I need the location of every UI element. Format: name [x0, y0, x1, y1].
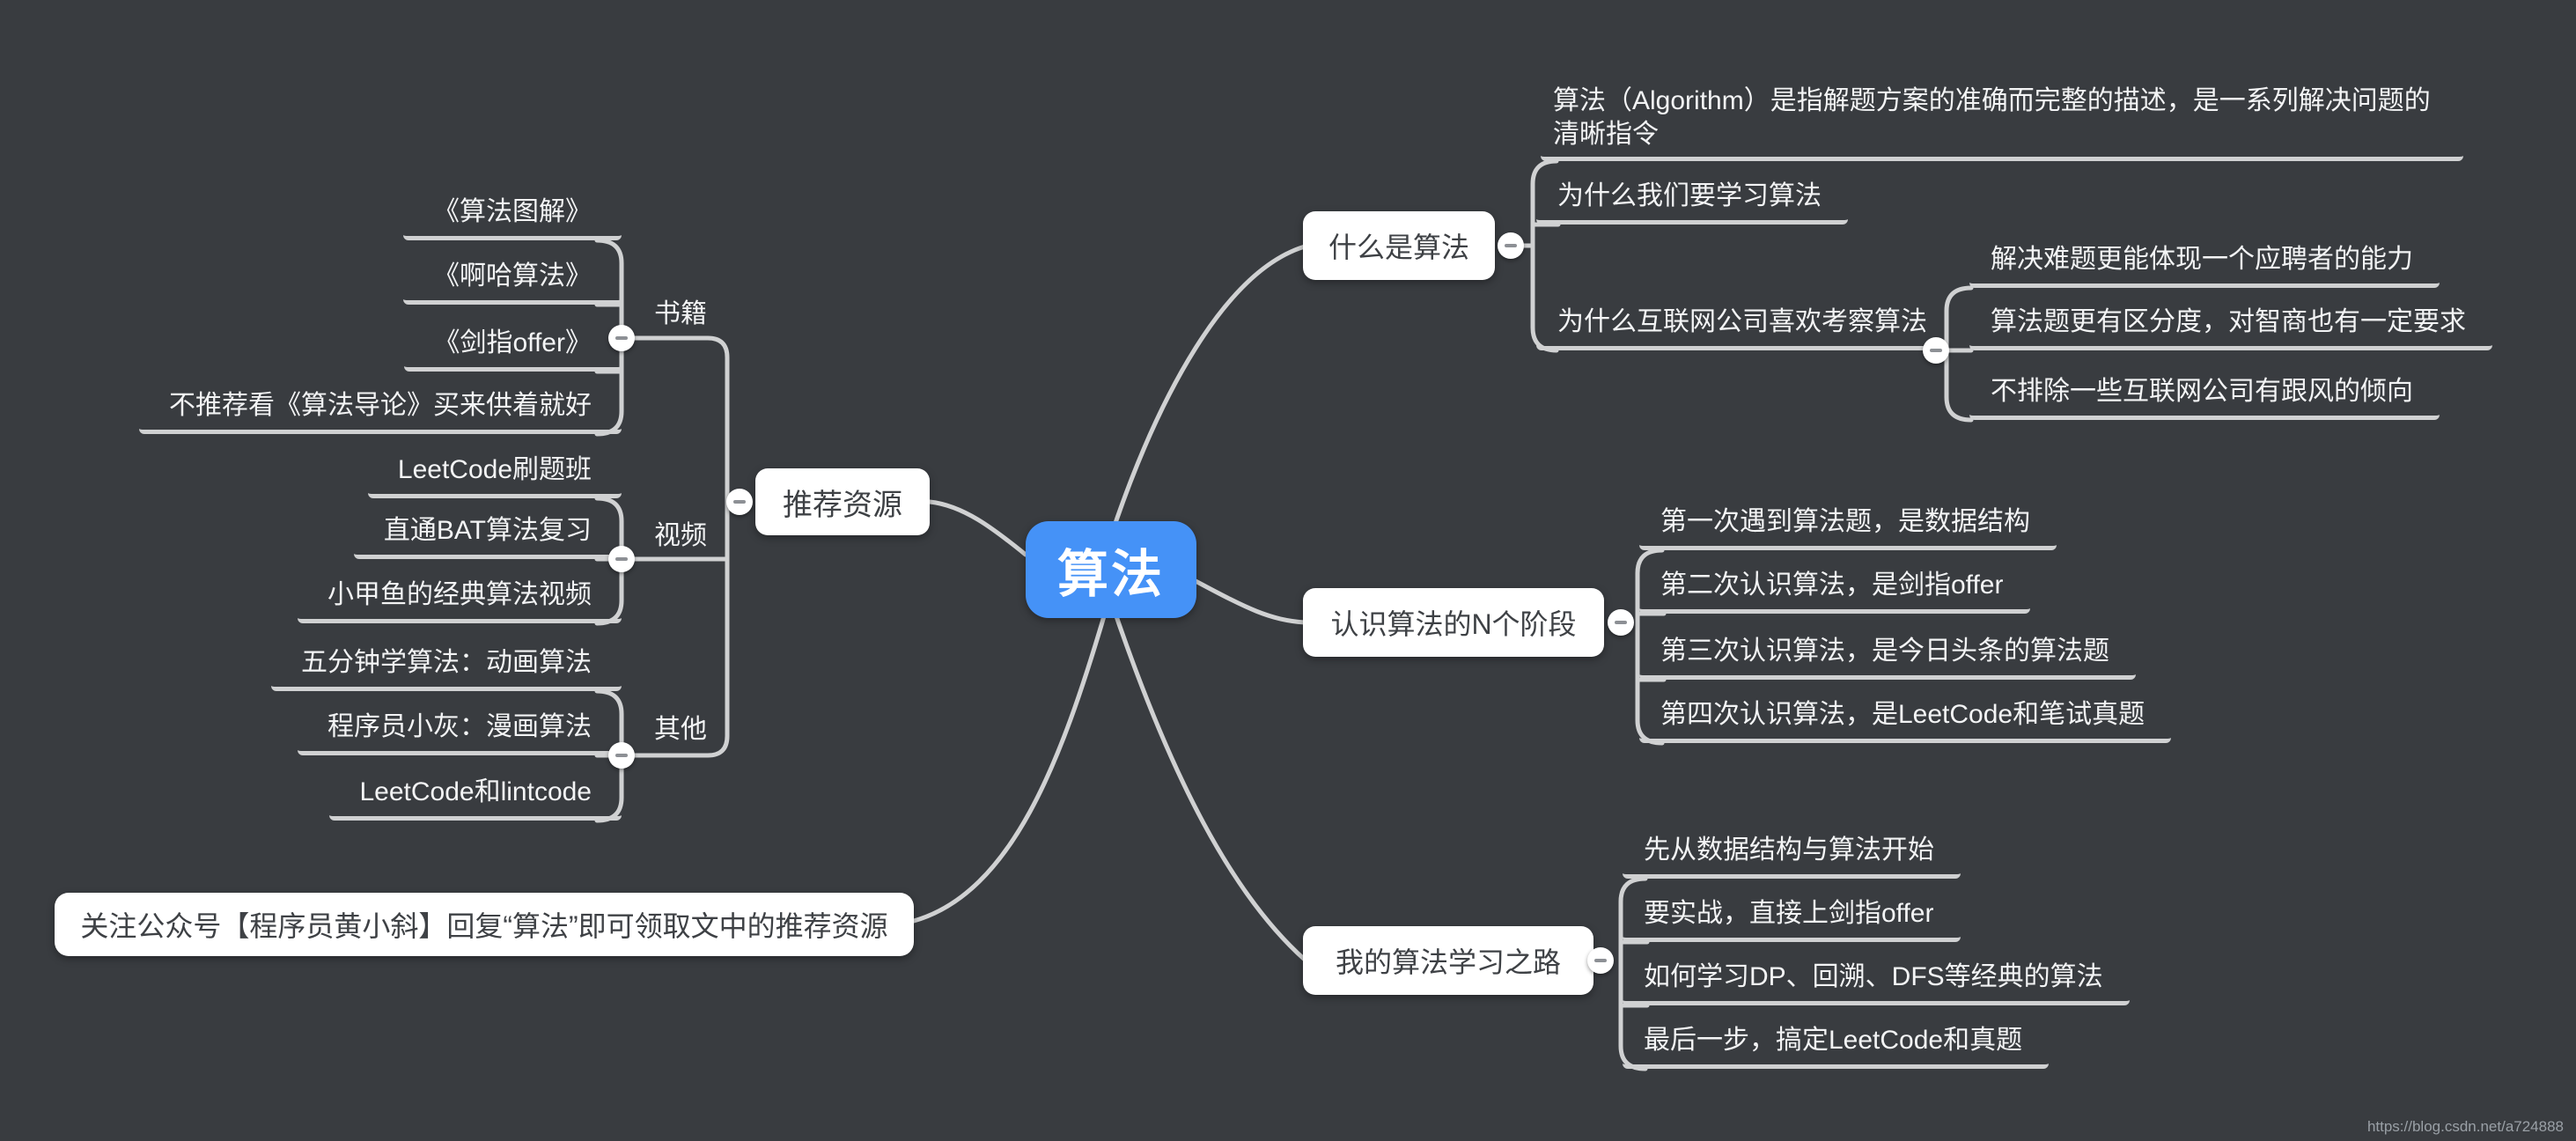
collapse-icon[interactable]	[1587, 947, 1614, 974]
collapse-icon[interactable]	[1498, 232, 1524, 259]
connector-center-right	[1113, 244, 1307, 962]
leaf-book-algorithm-illustrated[interactable]: 《算法图解》	[403, 195, 622, 240]
leaf-other-xiaohui-comic[interactable]: 程序员小灰：漫画算法	[298, 710, 622, 755]
leaf-algorithm-definition[interactable]: 算法（Algorithm）是指解题方案的准确而完整的描述，是一系列解决问题的清晰…	[1541, 83, 2463, 161]
leaf-stage-1-data-structures[interactable]: 第一次遇到算法题，是数据结构	[1639, 505, 2057, 550]
collapse-icon[interactable]	[608, 325, 635, 351]
leaf-video-bat-review[interactable]: 直通BAT算法复习	[353, 514, 622, 559]
leaf-why-companies-test-algorithm[interactable]: 为什么互联网公司喜欢考察算法	[1536, 305, 1939, 350]
leaf-stage-4-leetcode-written-tests[interactable]: 第四次认识算法，是LeetCode和笔试真题	[1639, 698, 2172, 743]
collapse-icon[interactable]	[608, 742, 635, 769]
topic-stages-of-knowing-algorithm[interactable]: 认识算法的N个阶段	[1303, 588, 1604, 657]
leaf-start-with-data-structures[interactable]: 先从数据结构与算法开始	[1623, 834, 1961, 879]
collapse-icon[interactable]	[608, 546, 635, 572]
leaf-video-leetcode-class[interactable]: LeetCode刷题班	[367, 453, 622, 498]
group-label-others[interactable]: 其他	[654, 715, 707, 744]
leaf-stage-3-toutiao-problems[interactable]: 第三次认识算法，是今日头条的算法题	[1639, 635, 2136, 680]
connector-center-left	[911, 499, 1107, 924]
leaf-hard-problems-show-ability[interactable]: 解决难题更能体现一个应聘者的能力	[1969, 243, 2440, 288]
leaf-other-five-minutes-animation[interactable]: 五分钟学算法：动画算法	[271, 646, 622, 691]
leaf-book-not-recommend-clrs[interactable]: 不推荐看《算法导论》买来供着就好	[139, 389, 622, 434]
group-label-videos[interactable]: 视频	[654, 521, 707, 550]
connector-branch-why-companies	[1944, 285, 1974, 423]
note-wechat-account[interactable]: 关注公众号【程序员黄小斜】回复“算法”即可领取文中的推荐资源	[55, 893, 914, 956]
leaf-book-jianzhi-offer[interactable]: 《剑指offer》	[403, 327, 622, 372]
group-label-books[interactable]: 书籍	[654, 299, 707, 328]
leaf-companies-follow-trend[interactable]: 不排除一些互联网公司有跟风的倾向	[1969, 375, 2440, 420]
leaf-video-xiaojiayu-classic[interactable]: 小甲鱼的经典算法视频	[298, 578, 622, 623]
collapse-icon[interactable]	[726, 489, 753, 515]
watermark-url[interactable]: https://blog.csdn.net/a724888	[2366, 1118, 2564, 1135]
leaf-practice-jianzhi-offer[interactable]: 要实战，直接上剑指offer	[1623, 897, 1961, 942]
leaf-other-leetcode-lintcode[interactable]: LeetCode和lintcode	[329, 776, 622, 821]
topic-what-is-algorithm[interactable]: 什么是算法	[1303, 211, 1495, 280]
topic-recommended-resources[interactable]: 推荐资源	[755, 468, 930, 535]
leaf-book-aha-algorithm[interactable]: 《啊哈算法》	[403, 260, 622, 305]
topic-my-learning-path[interactable]: 我的算法学习之路	[1303, 926, 1593, 995]
leaf-learn-dp-backtracking-dfs[interactable]: 如何学习DP、回溯、DFS等经典的算法	[1623, 961, 2130, 1005]
leaf-algorithm-distinguishes-iq[interactable]: 算法题更有区分度，对智商也有一定要求	[1969, 305, 2492, 350]
collapse-icon[interactable]	[1608, 609, 1634, 636]
leaf-why-learn-algorithm[interactable]: 为什么我们要学习算法	[1536, 180, 1848, 225]
leaf-final-leetcode-real-problems[interactable]: 最后一步，搞定LeetCode和真题	[1623, 1024, 2050, 1069]
root-topic[interactable]: 算法	[1026, 521, 1196, 618]
leaf-stage-2-jianzhi-offer[interactable]: 第二次认识算法，是剑指offer	[1639, 569, 2030, 614]
collapse-icon[interactable]	[1923, 337, 1949, 364]
